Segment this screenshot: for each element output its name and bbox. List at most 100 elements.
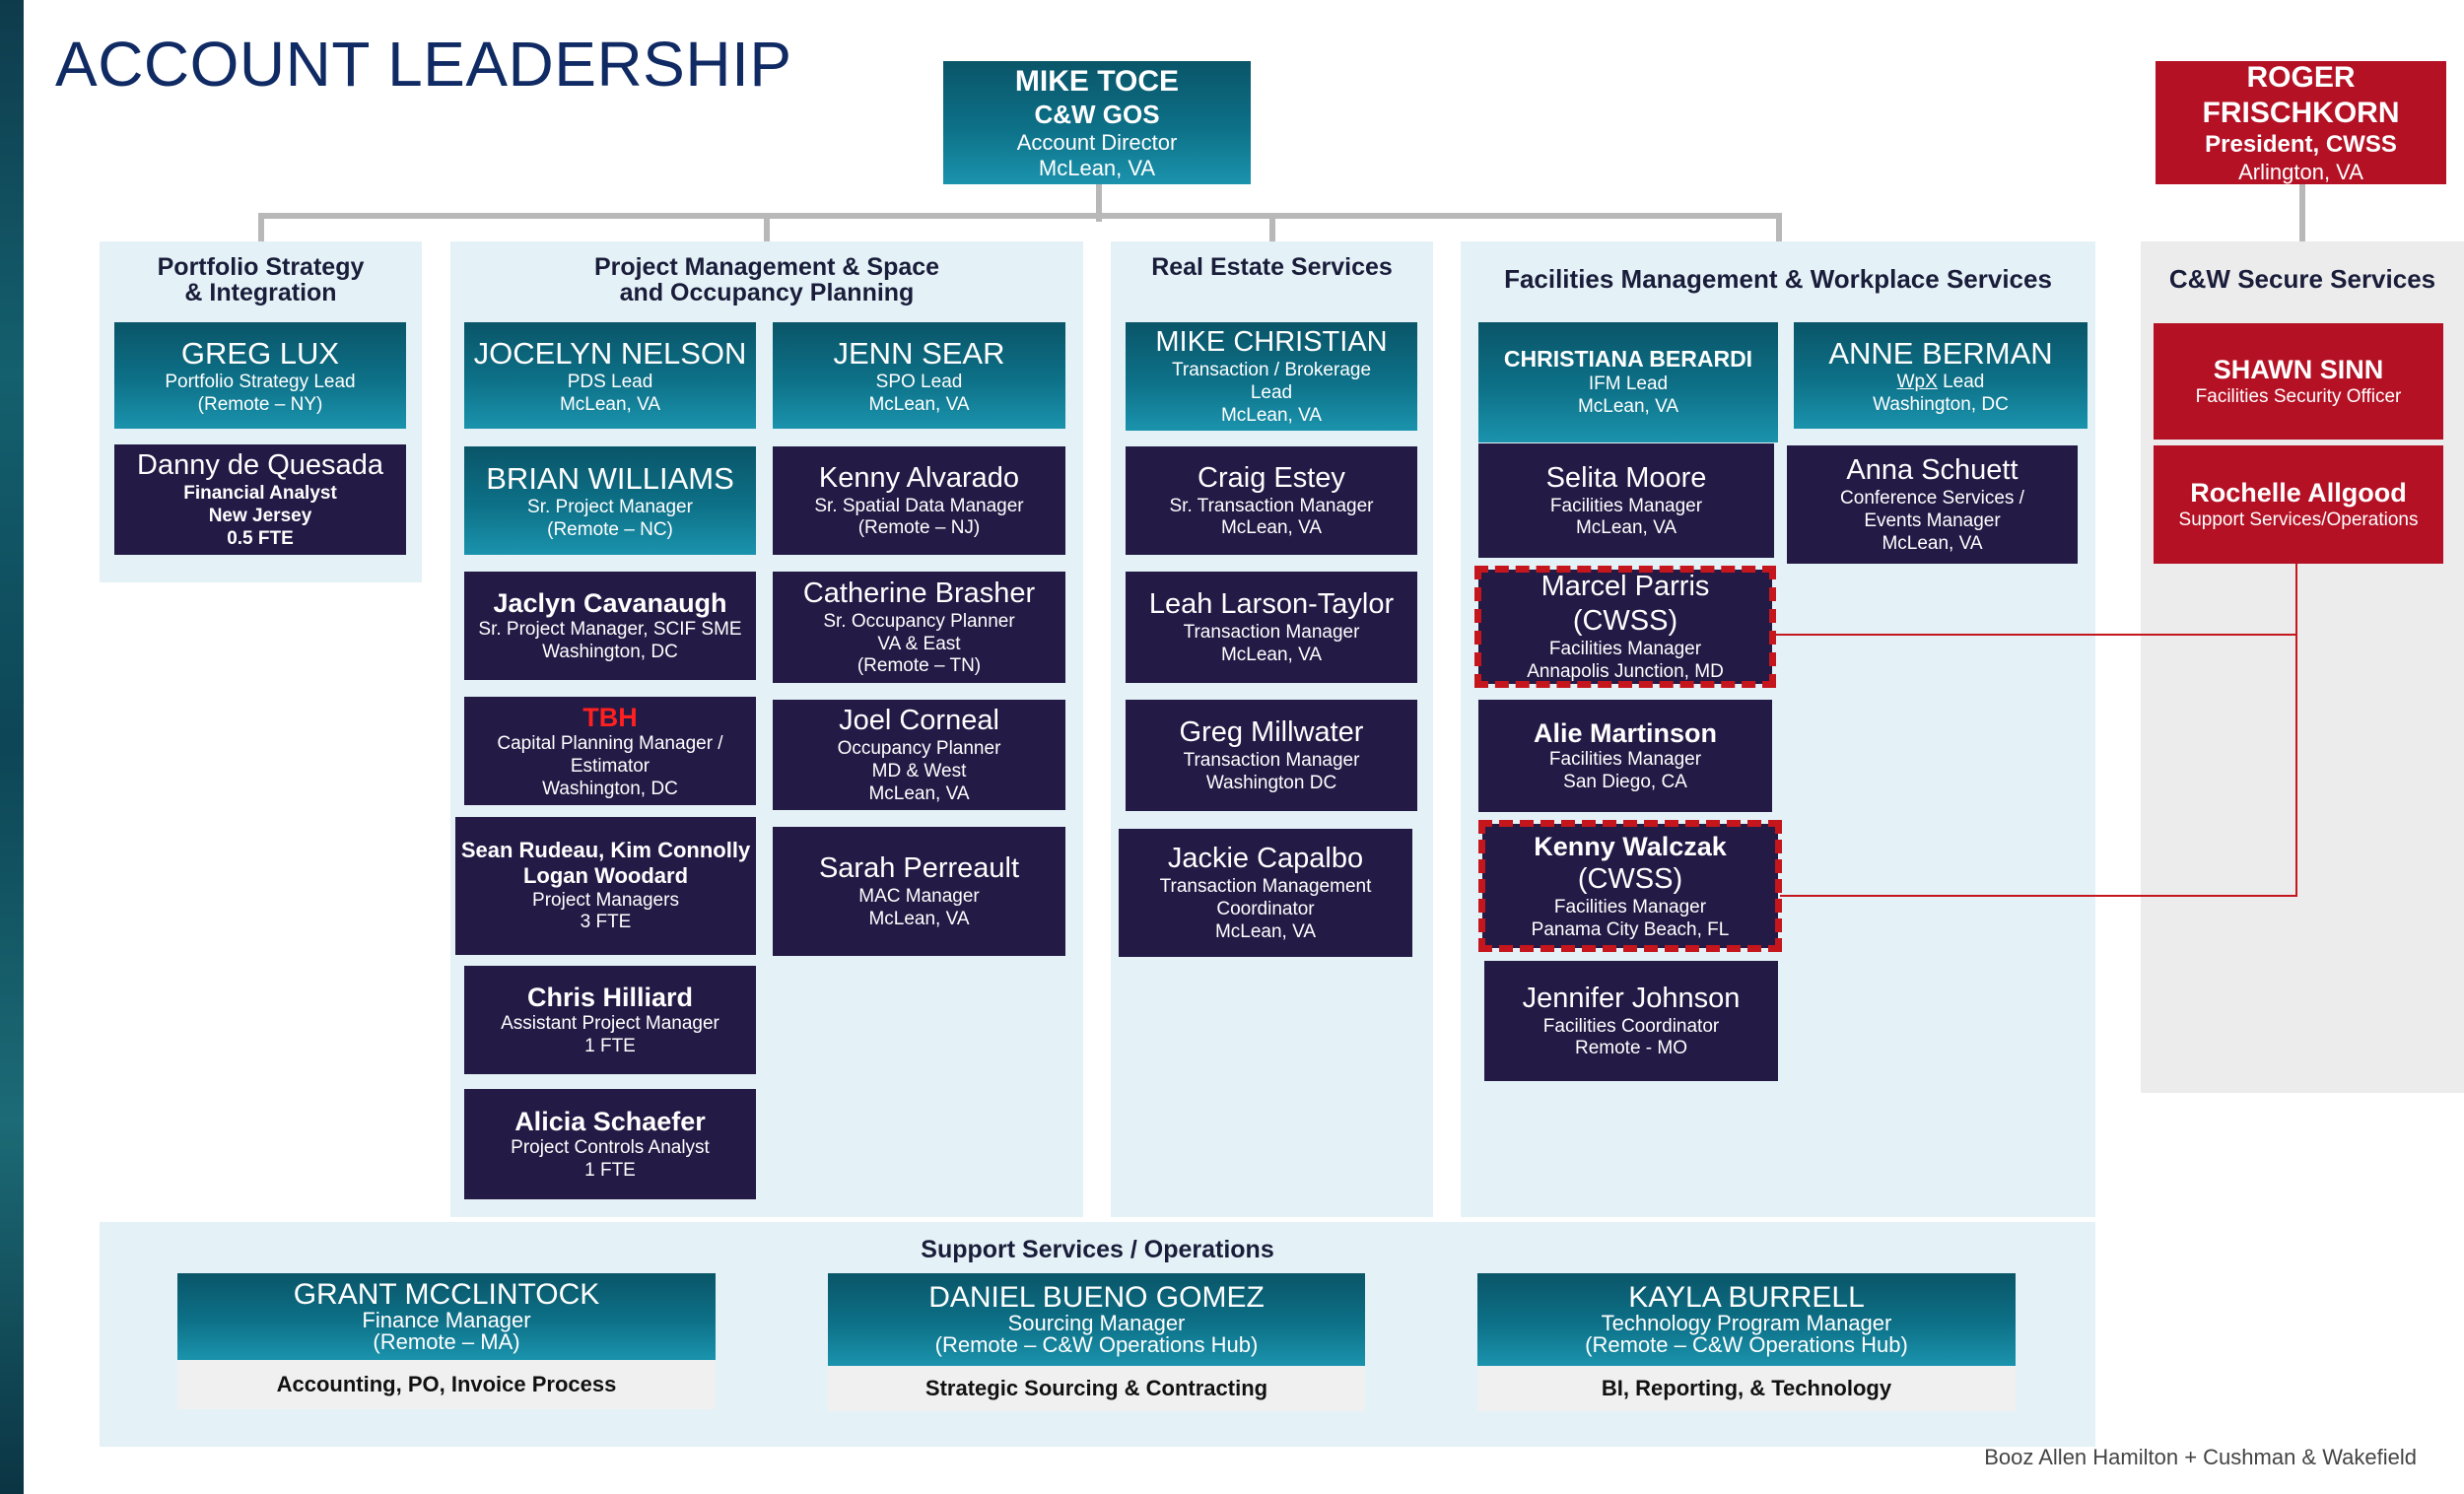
jackie-role-line1: Transaction Management xyxy=(1159,876,1372,898)
sarah-location: McLean, VA xyxy=(868,908,970,929)
director-location: McLean, VA xyxy=(1038,156,1156,181)
decorative-edge-strip xyxy=(0,0,24,1494)
sean-group-names-line1: Sean Rudeau, Kim Connolly xyxy=(460,837,751,862)
cwss-dotted-relation-vertical xyxy=(2295,564,2297,897)
greg-lux-name: GREG LUX xyxy=(180,335,340,371)
tbh-location: Washington, DC xyxy=(542,778,678,799)
sean-group-box: Sean Rudeau, Kim Connolly Logan Woodard … xyxy=(455,817,756,955)
mike-christian-role-line1: Transaction / Brokerage xyxy=(1171,360,1372,381)
chris-name: Chris Hilliard xyxy=(526,983,694,1012)
daniel-box: DANIEL BUENO GOMEZ Sourcing Manager (Rem… xyxy=(828,1273,1365,1366)
director-role: Account Director xyxy=(1016,129,1178,155)
marcel-box: Marcel Parris (CWSS) Facilities Manager … xyxy=(1474,566,1776,688)
marcel-role: Facilities Manager xyxy=(1548,639,1702,659)
marcel-location: Annapolis Junction, MD xyxy=(1527,660,1724,682)
christiana-box: CHRISTIANA BERARDI IFM Lead McLean, VA xyxy=(1478,322,1778,442)
alicia-role: Project Controls Analyst xyxy=(511,1137,710,1159)
grant-name: GRANT MCCLINTOCK xyxy=(293,1278,600,1311)
anne-role-suffix: Lead xyxy=(1937,371,1985,392)
christiana-location: McLean, VA xyxy=(1577,395,1679,417)
president-name-first: ROGER xyxy=(2246,60,2356,94)
alicia-fte: 1 FTE xyxy=(584,1160,636,1182)
mike-christian-name: MIKE CHRISTIAN xyxy=(1155,326,1388,359)
jocelyn-location: McLean, VA xyxy=(559,393,661,415)
joel-box: Joel Corneal Occupancy Planner MD & West… xyxy=(773,700,1065,810)
sean-group-names-line2: Logan Woodard xyxy=(522,863,689,889)
kayla-name: KAYLA BURRELL xyxy=(1628,1281,1865,1314)
kenny-alvarado-name: Kenny Alvarado xyxy=(818,461,1020,494)
portfolio-header-line2: & Integration xyxy=(184,279,337,307)
rochelle-name: Rochelle Allgood xyxy=(2190,478,2407,509)
joel-area: MD & West xyxy=(871,761,967,781)
grant-role: Finance Manager xyxy=(362,1308,531,1332)
tbh-box: TBH Capital Planning Manager / Estimator… xyxy=(464,697,756,805)
catherine-role: Sr. Occupancy Planner xyxy=(823,610,1015,632)
jackie-role-line2: Coordinator xyxy=(1216,899,1315,919)
jackie-name: Jackie Capalbo xyxy=(1167,843,1364,875)
greg-millwater-name: Greg Millwater xyxy=(1179,716,1364,749)
cwss-header: C&W Secure Services xyxy=(2168,264,2436,294)
jocelyn-name: JOCELYN NELSON xyxy=(473,335,747,371)
jennifer-location: Remote - MO xyxy=(1574,1038,1688,1059)
anne-name: ANNE BERMAN xyxy=(1828,335,2053,371)
connector-pm xyxy=(764,213,770,242)
director-box: MIKE TOCE C&W GOS Account Director McLea… xyxy=(943,61,1251,184)
president-box: ROGER FRISCHKORN President, CWSS Arlingt… xyxy=(2156,61,2446,184)
jaclyn-location: Washington, DC xyxy=(542,642,678,663)
jenn-name: JENN SEAR xyxy=(833,335,1005,371)
chris-role: Assistant Project Manager xyxy=(501,1013,719,1035)
catherine-box: Catherine Brasher Sr. Occupancy Planner … xyxy=(773,572,1065,683)
connector-president-down xyxy=(2299,182,2305,243)
grant-scope: Accounting, PO, Invoice Process xyxy=(177,1360,716,1409)
jackie-box: Jackie Capalbo Transaction Management Co… xyxy=(1119,829,1412,957)
daniel-role: Sourcing Manager xyxy=(1007,1311,1186,1335)
anne-location: Washington, DC xyxy=(1873,393,2009,415)
re-header: Real Estate Services xyxy=(1151,253,1393,281)
kayla-location: (Remote – C&W Operations Hub) xyxy=(1585,1332,1908,1357)
connector-fm xyxy=(1776,213,1782,242)
alie-location: San Diego, CA xyxy=(1563,772,1687,793)
sean-group-fte: 3 FTE xyxy=(580,912,632,933)
daniel-name: DANIEL BUENO GOMEZ xyxy=(928,1281,1265,1314)
grant-box: GRANT MCCLINTOCK Finance Manager (Remote… xyxy=(177,1273,716,1360)
joel-role: Occupancy Planner xyxy=(837,738,1001,760)
portfolio-header-line1: Portfolio Strategy xyxy=(157,253,365,281)
greg-lux-location: (Remote – NY) xyxy=(197,393,323,415)
cwss-relation-marcel xyxy=(1774,634,2297,636)
kenny-alvarado-box: Kenny Alvarado Sr. Spatial Data Manager … xyxy=(773,446,1065,555)
kenny-walczak-tag: (CWSS) xyxy=(1577,863,1683,895)
anna-role-line1: Conference Services / xyxy=(1840,488,2024,509)
rochelle-box: Rochelle Allgood Support Services/Operat… xyxy=(2154,445,2443,564)
brian-role: Sr. Project Manager xyxy=(527,496,693,517)
jocelyn-role: PDS Lead xyxy=(567,371,653,392)
danny-name: Danny de Quesada xyxy=(137,449,383,482)
kenny-walczak-name: Kenny Walczak xyxy=(1534,831,1727,861)
catherine-area: VA & East xyxy=(877,633,961,654)
footer-credit: Booz Allen Hamilton + Cushman & Wakefiel… xyxy=(1984,1445,2417,1469)
connector-portfolio xyxy=(258,213,264,242)
jocelyn-box: JOCELYN NELSON PDS Lead McLean, VA xyxy=(464,322,756,429)
anne-box: ANNE BERMAN WpX Lead Washington, DC xyxy=(1794,322,2088,429)
kenny-alvarado-location: (Remote – NJ) xyxy=(857,517,981,539)
kenny-walczak-location: Panama City Beach, FL xyxy=(1531,918,1730,940)
marcel-name: Marcel Parris xyxy=(1540,571,1710,603)
president-role: President, CWSS xyxy=(2205,130,2397,158)
danny-box: Danny de Quesada Financial Analyst New J… xyxy=(114,444,406,555)
christiana-role: IFM Lead xyxy=(1588,374,1669,394)
chris-fte: 1 FTE xyxy=(584,1036,636,1057)
jaclyn-name: Jaclyn Cavanaugh xyxy=(493,588,727,618)
connector-director-down xyxy=(1096,182,1102,222)
leah-location: McLean, VA xyxy=(1220,644,1323,665)
greg-millwater-location: Washington DC xyxy=(1205,772,1337,793)
kenny-alvarado-role: Sr. Spatial Data Manager xyxy=(814,495,1024,516)
greg-millwater-role: Transaction Manager xyxy=(1183,750,1360,772)
anna-location: McLean, VA xyxy=(1882,532,1983,554)
danny-role: Financial Analyst xyxy=(183,483,337,505)
tbh-role-line2: Estimator xyxy=(570,755,650,777)
sarah-name: Sarah Perreault xyxy=(818,852,1020,885)
danny-fte: 0.5 FTE xyxy=(227,527,294,549)
daniel-location: (Remote – C&W Operations Hub) xyxy=(934,1332,1259,1357)
jennifer-box: Jennifer Johnson Facilities Coordinator … xyxy=(1484,961,1778,1081)
jennifer-role: Facilities Coordinator xyxy=(1542,1015,1720,1037)
sarah-box: Sarah Perreault MAC Manager McLean, VA xyxy=(773,827,1065,956)
